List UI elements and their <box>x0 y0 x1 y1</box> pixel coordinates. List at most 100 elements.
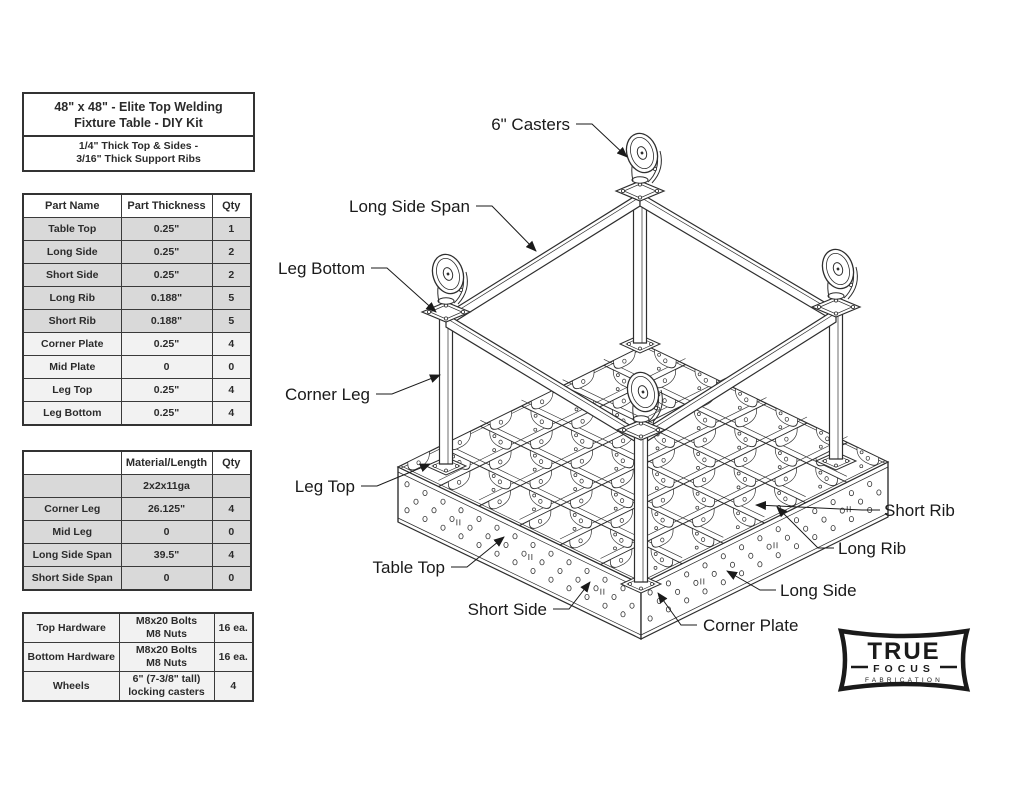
column-header-part-thickness: Part Thickness <box>120 193 213 218</box>
cell-part-name: Long Side <box>22 240 122 264</box>
cell-part-name: Corner Plate <box>22 332 122 356</box>
cell-thickness: 0.25" <box>120 263 213 287</box>
cell-part-name: Long Side Span <box>22 543 122 567</box>
leader-corner-plate <box>657 592 697 626</box>
logo-line2: FOCUS <box>873 663 935 675</box>
cell-qty: 5 <box>211 309 252 333</box>
column-header-blank <box>22 450 122 475</box>
label-corner-leg: Corner Leg <box>285 385 370 404</box>
title-block: 48" x 48" - Elite Top Welding Fixture Ta… <box>22 92 255 172</box>
cell-part-name: Wheels <box>22 671 120 702</box>
logo-line3: FABRICATION <box>865 677 943 684</box>
leader-short-side <box>553 581 591 610</box>
leader-table-top <box>451 536 505 568</box>
label-short-side: Short Side <box>468 600 547 619</box>
leader-long-rib <box>776 506 834 549</box>
true-focus-fabrication-logo: TRUE FOCUS FABRICATION <box>837 628 971 692</box>
corner-leg-front <box>633 433 649 583</box>
cell-part-name: Short Side <box>22 263 122 287</box>
cell-part-name: Leg Bottom <box>22 401 122 426</box>
callout-labels: 6" Casters Long Side Span Leg Bottom Cor… <box>278 115 955 635</box>
table-row: 2x2x11ga <box>22 474 252 498</box>
cell-qty: 4 <box>211 332 252 356</box>
logo-line1: TRUE <box>867 638 940 665</box>
logo-border <box>837 628 971 692</box>
corner-leg-left <box>438 315 454 465</box>
side-span-back-right <box>639 191 837 324</box>
cell-material: 2x2x11ga <box>120 474 213 498</box>
cell-qty: 4 <box>213 671 254 702</box>
callout-leaders <box>361 123 880 626</box>
cell-material: 0 <box>120 566 213 591</box>
label-leg-top: Leg Top <box>295 477 355 496</box>
corner-leg-back <box>632 194 648 344</box>
kit-subtitle: 1/4" Thick Top & Sides - 3/16" Thick Sup… <box>24 137 253 170</box>
leader-long-side-span <box>476 205 537 252</box>
cell-thickness: 0 <box>120 355 213 379</box>
cell-qty: 16 ea. <box>213 612 254 643</box>
column-header-part-name: Part Name <box>22 193 122 218</box>
cell-part-name: Short Rib <box>22 309 122 333</box>
cell-qty: 5 <box>211 286 252 310</box>
table-header-row: Part Name Part Thickness Qty <box>22 193 252 218</box>
cell-material: 26.125" <box>120 497 213 521</box>
column-header-qty: Qty <box>211 450 252 475</box>
leader-corner-leg <box>376 374 441 395</box>
label-casters: 6" Casters <box>491 115 570 134</box>
cell-part-name: Long Rib <box>22 286 122 310</box>
cell-hardware: M8x20 Bolts M8 Nuts <box>118 612 215 643</box>
cell-thickness: 0.25" <box>120 217 213 241</box>
caster-right <box>811 244 861 318</box>
side-span-back-left <box>445 191 641 329</box>
cell-thickness: 0.188" <box>120 309 213 333</box>
cell-material: 39.5" <box>120 543 213 567</box>
cell-material: 0 <box>120 520 213 544</box>
cell-part-name: Leg Top <box>22 378 122 402</box>
label-table-top: Table Top <box>373 558 445 577</box>
cell-qty: 4 <box>211 401 252 426</box>
kit-title-line2: Fixture Table - DIY Kit <box>74 116 203 130</box>
leader-short-rib <box>755 500 880 511</box>
label-corner-plate: Corner Plate <box>703 616 798 635</box>
corner-leg-right <box>828 310 844 460</box>
label-long-side: Long Side <box>780 581 857 600</box>
cell-qty: 2 <box>211 240 252 264</box>
cell-qty: 4 <box>211 543 252 567</box>
cell-qty: 4 <box>211 497 252 521</box>
cell-thickness: 0.25" <box>120 378 213 402</box>
leader-leg-top <box>361 463 431 487</box>
cell-part-name: Mid Leg <box>22 520 122 544</box>
cell-hardware: M8x20 Bolts M8 Nuts <box>118 642 215 672</box>
label-leg-bottom: Leg Bottom <box>278 259 365 278</box>
leg-frame <box>421 128 861 594</box>
cell-qty: 2 <box>211 263 252 287</box>
cell-thickness: 0.25" <box>120 240 213 264</box>
leader-long-side <box>726 570 776 591</box>
column-header-material-length: Material/Length <box>120 450 213 475</box>
caster-left <box>421 249 471 323</box>
kit-subtitle-line1: 1/4" Thick Top & Sides - <box>78 140 199 152</box>
cell-part-name: Short Side Span <box>22 566 122 591</box>
leader-casters <box>576 123 628 158</box>
kit-title-line1: 48" x 48" - Elite Top Welding <box>54 100 223 114</box>
cell-qty: 16 ea. <box>213 642 254 672</box>
